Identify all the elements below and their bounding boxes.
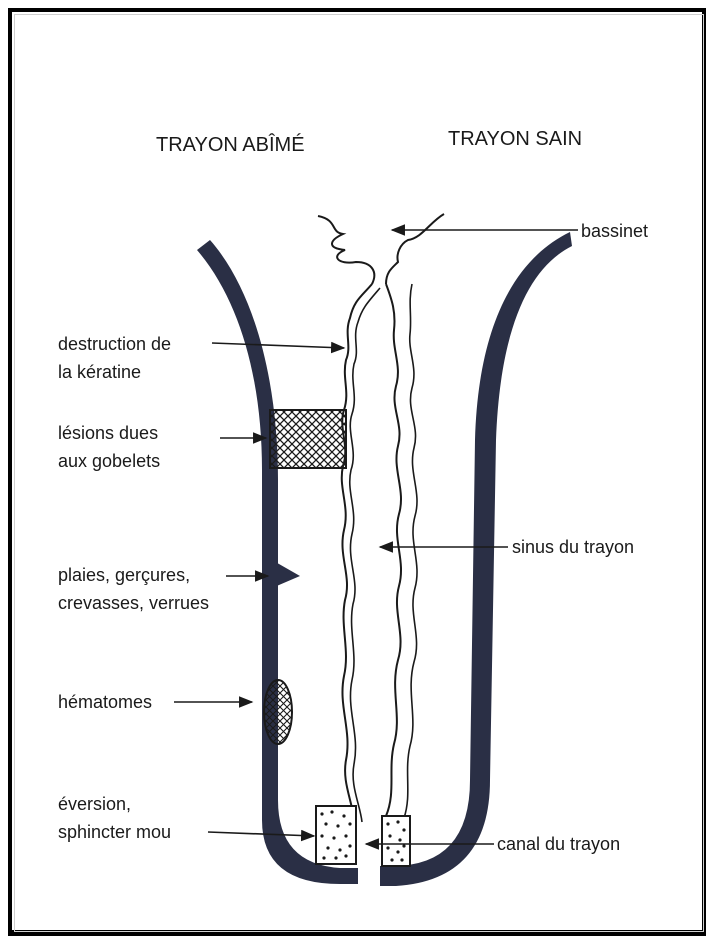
wound-triangle xyxy=(272,560,300,588)
label-plaies-2: crevasses, verrues xyxy=(58,593,209,613)
right-sinus-line-outer xyxy=(386,284,401,816)
right-teat-wall xyxy=(380,232,572,886)
goblet-lesion-band xyxy=(270,410,346,468)
label-sinus: sinus du trayon xyxy=(512,537,634,557)
right-sinus-line-inner xyxy=(404,284,417,818)
right-canal-region xyxy=(382,816,410,866)
label-plaies-1: plaies, gerçures, xyxy=(58,565,190,585)
title-healthy-teat: TRAYON SAIN xyxy=(448,128,582,150)
label-eversion-2: sphincter mou xyxy=(58,822,171,842)
left-sinus-line-outer xyxy=(342,284,372,820)
label-hematomes: hématomes xyxy=(58,692,152,712)
label-keratine-1: destruction de xyxy=(58,334,171,354)
label-canal: canal du trayon xyxy=(497,834,620,854)
label-keratine-2: la kératine xyxy=(58,362,141,382)
title-damaged-teat: TRAYON ABÎMÉ xyxy=(156,133,305,156)
label-gobelets-2: aux gobelets xyxy=(58,451,160,471)
arrow-eversion xyxy=(208,832,314,836)
left-teat-wall xyxy=(197,240,358,884)
label-eversion-1: éversion, xyxy=(58,794,131,814)
label-gobelets-1: lésions dues xyxy=(58,423,158,443)
left-bassinet-line xyxy=(318,216,374,284)
hematoma-mark xyxy=(264,680,292,744)
label-bassinet: bassinet xyxy=(581,221,648,241)
left-sinus-line-inner xyxy=(350,288,380,822)
arrow-keratine xyxy=(212,343,344,348)
right-bassinet-line xyxy=(386,214,444,284)
